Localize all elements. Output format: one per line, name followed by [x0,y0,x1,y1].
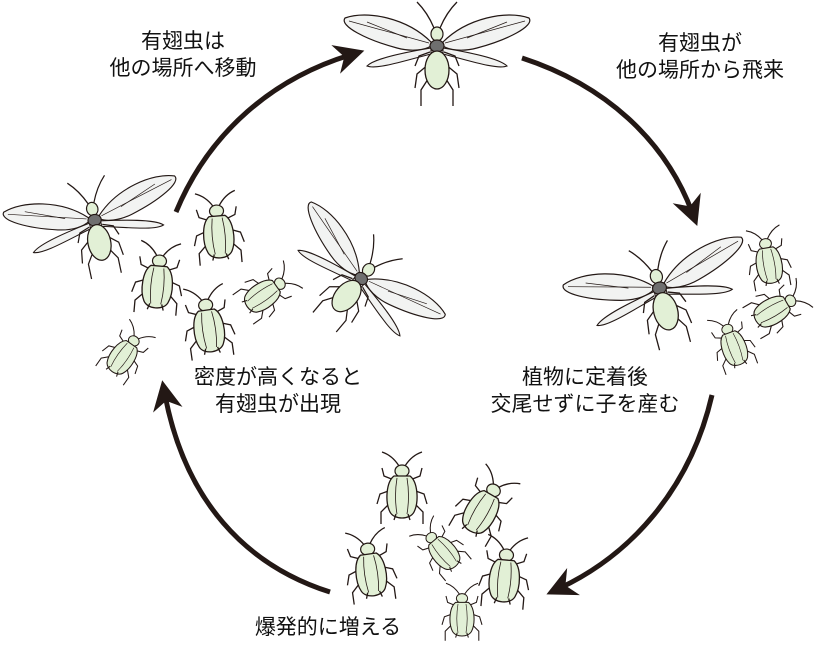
wingless-aphid-icon [92,316,160,388]
wingless-aphid-icon [129,239,187,317]
label-explosive-increase: 爆発的に増える [228,614,428,641]
cycle-arrow-icon [153,380,331,595]
label-alate-move-away: 有翅虫は 他の場所へ移動 [98,28,268,82]
wingless-aphid-icon [189,189,247,267]
label-alate-arrive: 有翅虫が 他の場所から飛来 [600,30,800,84]
cycle-arrow-icon [173,45,365,213]
label-line: 有翅虫は [141,29,225,53]
label-line: 有翅虫が [658,31,742,55]
wingless-aphid-icon [441,582,483,642]
wingless-aphid-icon [177,282,239,362]
wingless-aphid-icon [740,273,816,343]
label-line: 交尾せずに子を産む [490,392,680,416]
wingless-aphid-icon [230,256,306,328]
wingless-aphid-icon [702,307,762,377]
label-line: 他の場所から飛来 [616,58,784,82]
cycle-arrow-icon [521,55,701,227]
label-line: 密度が高くなると [194,365,362,389]
wingless-aphid-icon [741,223,795,293]
cycle-arrow-icon [546,394,715,596]
label-line: 植物に定着後 [522,365,648,389]
label-line: 有翅虫が出現 [215,392,341,416]
wingless-aphid-icon [339,526,401,606]
label-line: 他の場所へ移動 [109,56,257,80]
label-alate-appear: 密度が高くなると 有翅虫が出現 [178,364,378,418]
wingless-aphid-icon [444,460,526,550]
label-parthenogenesis: 植物に定着後 交尾せずに子を産む [470,364,700,418]
wingless-aphid-icon [376,451,428,525]
winged-aphid-icon [343,1,531,107]
label-line: 爆発的に増える [254,615,402,639]
winged-aphid-icon [256,189,457,380]
